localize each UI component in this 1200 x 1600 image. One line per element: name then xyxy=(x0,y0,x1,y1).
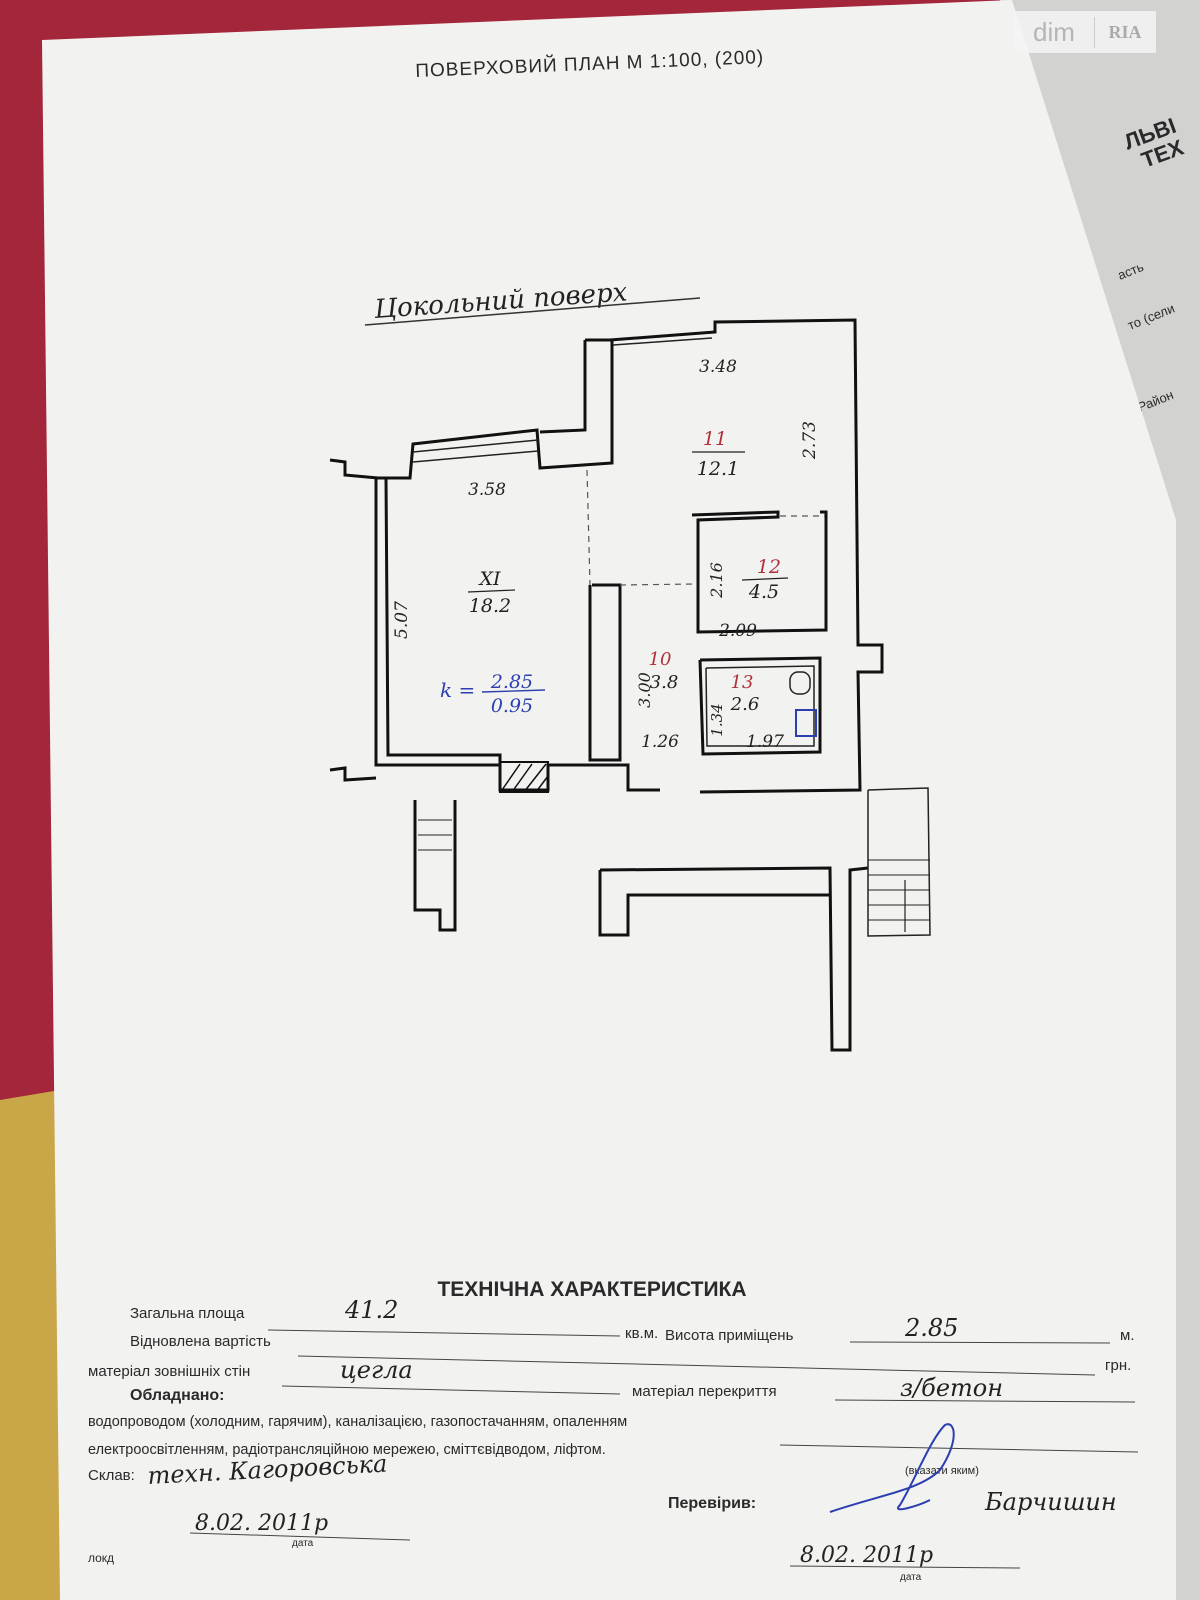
room-number: XI xyxy=(477,568,501,590)
table-surface xyxy=(0,1090,60,1600)
floor-name-underline xyxy=(364,297,701,326)
equipped-line-2: електроосвітленням, радіотрансляційною м… xyxy=(88,1442,606,1458)
watermark-logo: dim RIA xyxy=(1014,11,1156,53)
dimension-label: 1.97 xyxy=(746,732,784,752)
dimension-label: 1.26 xyxy=(641,732,679,752)
room-area: 2.6 xyxy=(730,694,760,715)
watermark-brand: dim xyxy=(1014,16,1095,48)
ceiling-label: матеріал перекриття xyxy=(632,1383,777,1400)
room-area: 18.2 xyxy=(469,595,511,617)
height-unit: м. xyxy=(1120,1327,1134,1344)
total-area-label: Загальна площа xyxy=(130,1305,245,1322)
coefficient-denominator: 0.95 xyxy=(491,695,533,717)
walls-label: матеріал зовнішніх стін xyxy=(88,1363,250,1380)
checker-signature-mark xyxy=(829,1423,955,1513)
footer-fragment: локд xyxy=(88,1551,114,1565)
dimension-label: 3.48 xyxy=(699,357,737,377)
cost-unit: грн. xyxy=(1105,1357,1131,1374)
ceiling-value: з/бетон xyxy=(900,1374,1003,1402)
walls-value: цегла xyxy=(340,1356,413,1384)
room-area: 4.5 xyxy=(748,581,779,603)
dimension-label: 1.34 xyxy=(708,703,726,736)
checked-date: 8.02. 2011р xyxy=(800,1543,933,1568)
room-area: 3.8 xyxy=(650,672,679,693)
compiled-label: Склав: xyxy=(88,1467,135,1484)
cost-label: Відновлена вартість xyxy=(130,1333,271,1350)
dimension-label: 5.07 xyxy=(392,601,412,639)
room-number: 13 xyxy=(731,672,754,693)
room-area: 12.1 xyxy=(697,458,739,480)
coefficient-prefix: k = xyxy=(440,678,475,702)
dimension-label: 2.16 xyxy=(707,562,726,599)
checked-signature: Барчишин xyxy=(984,1488,1117,1516)
side-document-text: ЛЬВІ ТЕХ xyxy=(1121,113,1187,173)
floor-plan xyxy=(329,318,931,1052)
total-area-value: 41.2 xyxy=(344,1296,398,1324)
compiled-date: 8.02. 2011р xyxy=(195,1511,328,1536)
height-label: Висота приміщень xyxy=(665,1327,794,1344)
date-caption: дата xyxy=(292,1538,314,1549)
dimension-label: 2.73 xyxy=(800,421,820,460)
room-number: 11 xyxy=(703,428,727,450)
equipped-line-1: водопроводом (холодним, гарячим), каналі… xyxy=(88,1414,627,1430)
checked-label: Перевірив: xyxy=(668,1495,756,1512)
equipped-label: Обладнано: xyxy=(130,1387,224,1404)
specify-hint: (вказати яким) xyxy=(905,1465,979,1477)
dimension-label: 3.00 xyxy=(635,672,654,708)
total-area-unit: кв.м. xyxy=(625,1325,658,1342)
room-number: 10 xyxy=(649,649,672,670)
dimension-label: 2.09 xyxy=(718,621,757,641)
coefficient-numerator: 2.85 xyxy=(490,671,533,693)
watermark-partner: RIA xyxy=(1108,21,1142,42)
dimension-label: 3.58 xyxy=(468,480,506,500)
height-value: 2.85 xyxy=(904,1314,958,1342)
tech-heading: ТЕХНІЧНА ХАРАКТЕРИСТИКА xyxy=(437,1278,746,1301)
date-caption: дата xyxy=(900,1572,922,1583)
room-number: 12 xyxy=(757,556,781,578)
plan-sheet xyxy=(42,0,1176,1600)
